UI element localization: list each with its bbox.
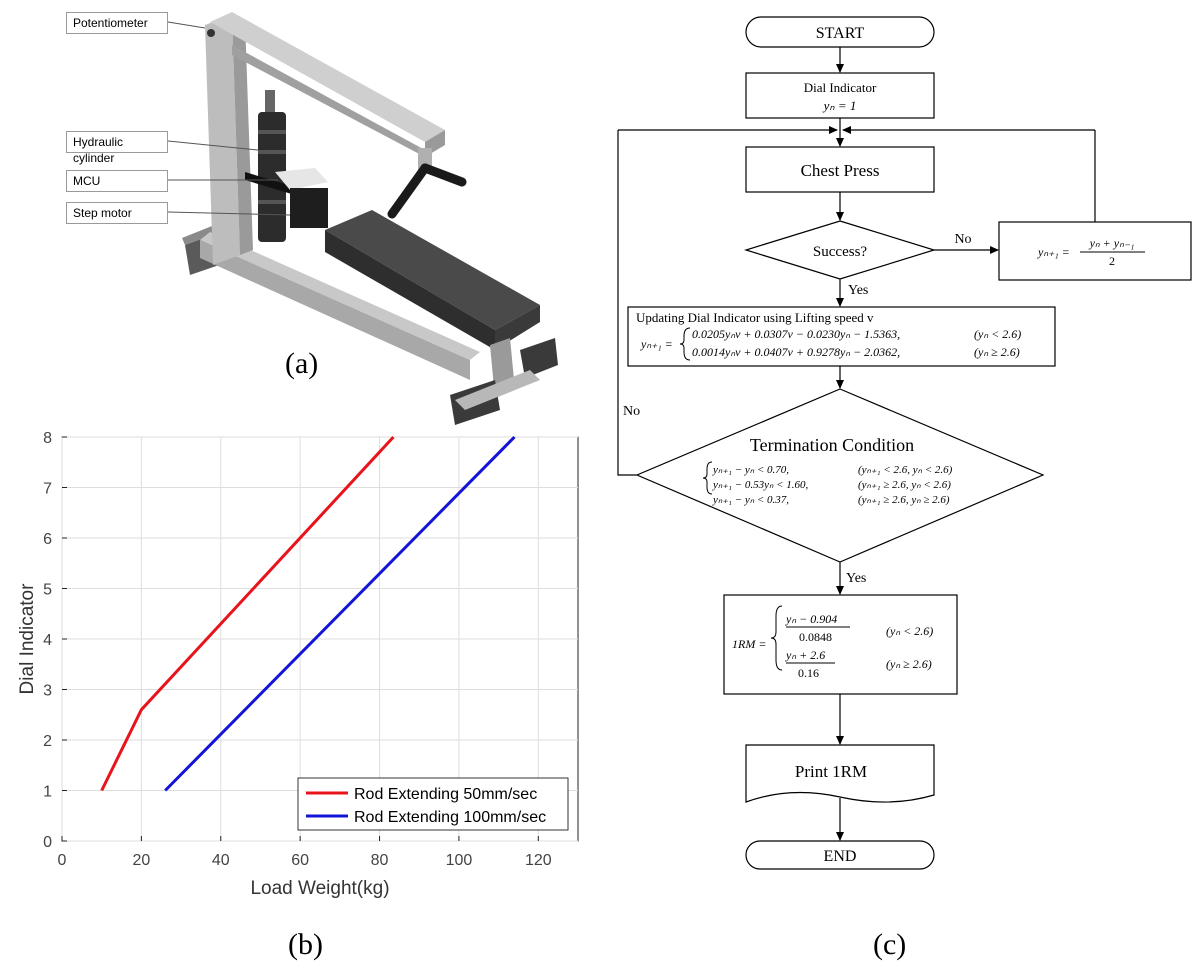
print-label: Print 1RM: [795, 762, 867, 781]
one-rm-cond1: (yₙ < 2.6): [886, 624, 933, 638]
end-terminator: [745, 840, 935, 870]
x-tick-label: 40: [212, 852, 230, 869]
x-tick-label: 0: [58, 852, 67, 869]
term-cond3: (yₙ₊₁ ≥ 2.6, yₙ ≥ 2.6): [858, 494, 950, 506]
dial-init-title: Dial Indicator: [804, 80, 877, 95]
legend-label-100mm: Rod Extending 100mm/sec: [354, 809, 546, 826]
average-numerator: yₙ + yₙ₋₁: [1089, 236, 1135, 250]
potentiometer-callout: Potentiometer: [66, 12, 168, 34]
success-label: Success?: [813, 244, 867, 260]
chest-press-box: [745, 146, 935, 193]
y-tick-label: 4: [43, 632, 52, 649]
term-eq1: yₙ₊₁ − yₙ < 0.70,: [712, 464, 789, 476]
one-rm-num1: yₙ − 0.904: [785, 612, 837, 626]
average-lhs: yₙ₊₁ =: [1037, 245, 1070, 259]
series-line-100mm: [164, 435, 516, 792]
one-rm-cond2: (yₙ ≥ 2.6): [886, 657, 932, 671]
hydraulic-cylinder-callout: Hydraulic cylinder: [66, 131, 168, 165]
update-cond1: (yₙ < 2.6): [974, 327, 1021, 341]
average-denominator: 2: [1109, 254, 1115, 268]
y-tick-label: 0: [43, 834, 52, 851]
series-line-50mm: [100, 435, 395, 792]
no-label-termination: No: [623, 404, 640, 419]
yes-label-success: Yes: [848, 283, 868, 298]
chest-press-label: Chest Press: [801, 161, 880, 180]
one-rm-flowchart: START Dial Indicator yₙ = 1 Chest Press …: [617, 16, 1192, 870]
update-eq1: 0.0205yₙv + 0.0307v − 0.0230yₙ − 1.5363,: [692, 327, 900, 341]
start-label: START: [816, 25, 865, 42]
update-eq2: 0.0014yₙv + 0.0407v + 0.9278yₙ − 2.0362,: [692, 345, 900, 359]
x-tick-label: 80: [371, 852, 389, 869]
panel-c-label: (c): [873, 928, 907, 961]
term-eq3: yₙ₊₁ − yₙ < 0.37,: [712, 494, 789, 506]
y-tick-label: 5: [43, 582, 52, 599]
x-tick-label: 60: [291, 852, 309, 869]
update-dial-box: [627, 306, 1056, 367]
y-tick-label: 1: [43, 784, 52, 801]
one-rm-formula-box: [723, 594, 958, 695]
dial-init-eq: yₙ = 1: [822, 98, 857, 113]
x-tick-label: 120: [525, 852, 552, 869]
update-lhs: yₙ₊₁ =: [640, 337, 673, 351]
legend-label-50mm: Rod Extending 50mm/sec: [354, 786, 537, 803]
no-label-success: No: [954, 232, 971, 247]
yes-label-termination: Yes: [846, 571, 866, 586]
termination-decision: [635, 388, 1045, 563]
one-rm-num2: yₙ + 2.6: [785, 648, 825, 662]
mcu-callout: MCU: [66, 170, 168, 192]
print-output-box: [745, 744, 935, 803]
x-axis-label: Load Weight(kg): [250, 878, 389, 899]
y-tick-label: 3: [43, 683, 52, 700]
term-cond2: (yₙ₊₁ ≥ 2.6, yₙ < 2.6): [858, 479, 951, 491]
termination-title: Termination Condition: [750, 435, 914, 455]
term-eq2: yₙ₊₁ − 0.53yₙ < 1.60,: [712, 479, 809, 491]
y-axis-label: Dial Indicator: [17, 583, 38, 695]
dial-indicator-chart: 0 20 40 60 80 100 120 0 1 2 3 4 5 6 7 8 Load Weight(kg)…: [17, 430, 579, 899]
update-title: Updating Dial Indicator using Lifting sp…: [636, 310, 874, 325]
one-rm-den2: 0.16: [798, 666, 819, 680]
step-motor-callout: Step motor: [66, 202, 168, 224]
chart-legend: Rod Extending 50mm/sec Rod Extending 100…: [297, 777, 569, 831]
update-cond2: (yₙ ≥ 2.6): [974, 345, 1020, 359]
end-label: END: [824, 848, 857, 865]
y-tick-label: 7: [43, 481, 52, 498]
one-rm-lhs: 1RM =: [732, 637, 766, 651]
y-tick-label: 8: [43, 430, 52, 447]
x-tick-label: 100: [446, 852, 473, 869]
panel-a-label: (a): [285, 347, 319, 380]
average-update-box: [998, 221, 1192, 281]
y-tick-label: 2: [43, 733, 52, 750]
x-tick-label: 20: [132, 852, 150, 869]
y-tick-label: 6: [43, 531, 52, 548]
term-cond1: (yₙ₊₁ < 2.6, yₙ < 2.6): [858, 464, 953, 476]
dial-init-box: [745, 72, 935, 119]
chest-press-machine-illustration: [167, 12, 558, 425]
one-rm-den1: 0.0848: [799, 630, 832, 644]
panel-b-label: (b): [288, 928, 323, 961]
